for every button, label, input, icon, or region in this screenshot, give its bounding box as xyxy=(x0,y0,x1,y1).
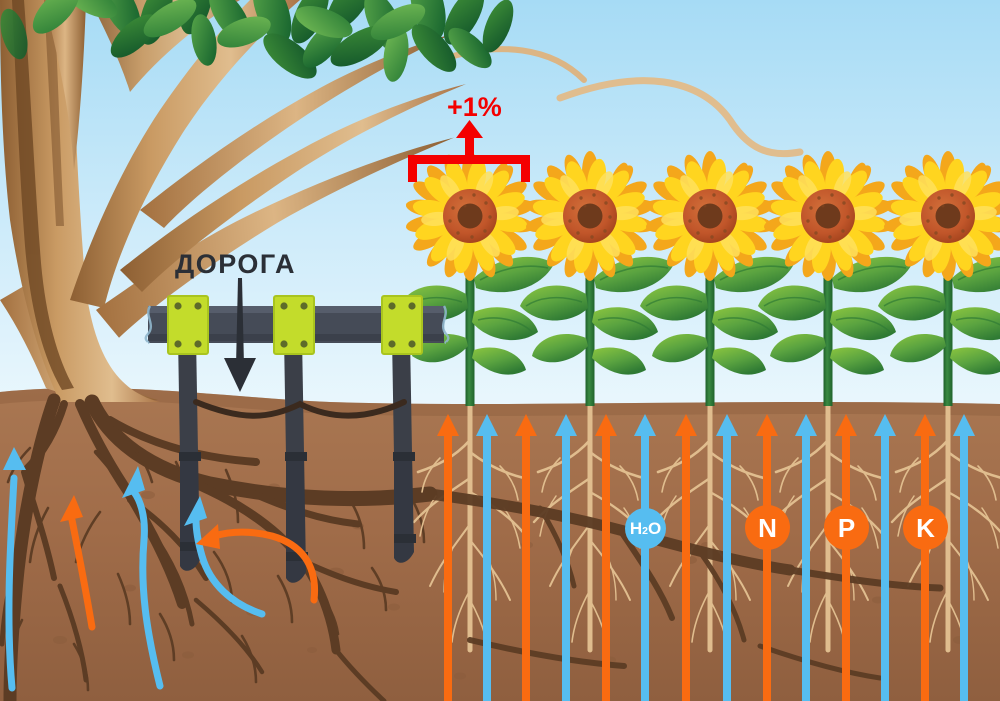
left-orange-arrow xyxy=(60,495,96,631)
potassium-badge: K xyxy=(903,505,948,550)
left-blue-curved-arrow-2 xyxy=(184,496,266,618)
water-arrow-group xyxy=(476,414,975,701)
road-label: ДОРОГА xyxy=(175,249,296,279)
tree-canopy-leaves xyxy=(0,0,514,82)
water-badge-label: H2O xyxy=(629,519,662,538)
road-direction-arrow-icon xyxy=(224,278,256,392)
left-orange-curved-arrow xyxy=(196,524,319,604)
potassium-badge-label: K xyxy=(916,512,935,543)
road-barrier-structure xyxy=(144,278,450,583)
nitrogen-badge: N xyxy=(745,505,790,550)
nutrient-arrow-group xyxy=(437,414,936,701)
phosphorus-badge-label: P xyxy=(837,512,856,543)
water-badge-subscript: 2 xyxy=(642,525,648,537)
nitrogen-badge-label: N xyxy=(758,512,777,543)
rail-clamps xyxy=(167,295,423,355)
left-blue-vertical-arrow xyxy=(3,447,26,692)
uptake-arrows-left xyxy=(3,447,319,692)
left-blue-curved-arrow xyxy=(122,466,164,690)
tree-illustration xyxy=(0,0,804,402)
phosphorus-badge: P xyxy=(824,505,869,550)
cable xyxy=(193,399,407,419)
water-badge: H2O xyxy=(625,508,666,549)
growth-bracket xyxy=(408,120,530,182)
growth-percentage-label: +1% xyxy=(447,92,502,122)
uptake-arrows-right xyxy=(437,414,975,701)
